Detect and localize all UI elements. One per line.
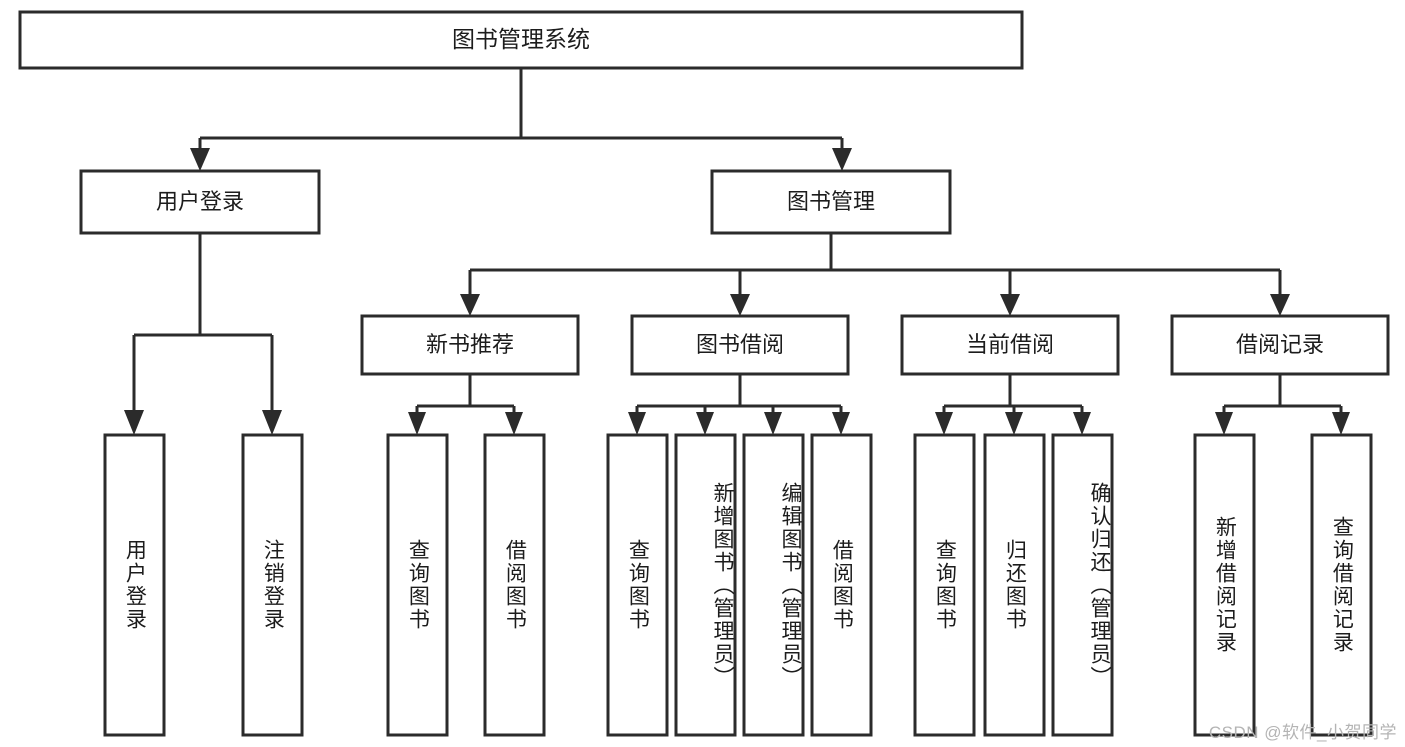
node-leaf-add-book-label: 新增图书（管理员） [711,481,734,689]
node-leaf-confirm-return-label: 确认归还（管理员） [1088,481,1111,689]
node-leaf-user-login-label: 用户登录 [123,539,147,631]
arrow-icon [764,412,782,435]
arrow-icon [124,410,144,435]
node-leaf-borrow-book-rec[interactable] [483,433,546,737]
node-book-manage-label: 图书管理 [787,189,875,214]
connector-root-to-level2 [190,68,852,171]
node-leaf-edit-book[interactable] [742,433,805,737]
arrow-icon [408,412,426,435]
arrow-icon [832,412,850,435]
node-borrow-record[interactable]: 借阅记录 [1170,314,1390,376]
node-leaf-query-book-bb-label: 查询图书 [626,539,650,631]
node-leaf-add-record-label: 新增借阅记录 [1213,516,1237,654]
node-book-borrow[interactable]: 图书借阅 [630,314,850,376]
watermark-text: CSDN @软件_小贺同学 [1208,723,1397,742]
node-book-borrow-label: 图书借阅 [696,332,784,357]
arrow-icon [505,412,523,435]
arrow-icon [628,412,646,435]
arrow-icon [1073,412,1091,435]
node-leaf-return-book-label: 归还图书 [1003,539,1027,631]
arrow-icon [832,148,852,171]
arrow-icon [1332,412,1350,435]
arrow-icon [262,410,282,435]
node-leaf-user-logout-label: 注销登录 [261,539,285,631]
node-leaf-borrow-book-rec-label: 借阅图书 [503,539,527,631]
node-root[interactable]: 图书管理系统 [18,10,1024,70]
node-leaf-borrow-book-bb[interactable] [810,433,873,737]
node-leaf-query-book-rec-label: 查询图书 [406,539,430,631]
arrow-icon [730,294,750,316]
arrow-icon [190,148,210,171]
node-leaf-borrow-book-bb-label: 借阅图书 [830,539,854,631]
node-leaf-user-logout[interactable] [241,433,304,737]
node-leaf-return-book[interactable] [983,433,1046,737]
leaf-boxes [103,433,1373,737]
connector-current-borrow-to-leaves [935,374,1091,435]
node-current-borrow-label: 当前借阅 [966,332,1054,357]
connector-user-login-to-leaves [124,233,282,435]
arrow-icon [1270,294,1290,316]
node-leaf-query-record-label: 查询借阅记录 [1330,516,1354,654]
node-current-borrow[interactable]: 当前借阅 [900,314,1120,376]
node-new-book-rec[interactable]: 新书推荐 [360,314,580,376]
arrow-icon [696,412,714,435]
node-leaf-query-book-rec[interactable] [386,433,449,737]
node-leaf-query-book-cb[interactable] [913,433,976,737]
connector-borrow-record-to-leaves [1215,374,1350,435]
arrow-icon [1005,412,1023,435]
node-leaf-edit-book-label: 编辑图书（管理员） [779,481,802,689]
node-leaf-add-record[interactable] [1193,433,1256,737]
node-root-label: 图书管理系统 [452,26,590,52]
node-leaf-query-book-cb-label: 查询图书 [933,539,957,631]
node-book-manage[interactable]: 图书管理 [710,169,952,235]
node-borrow-record-label: 借阅记录 [1236,332,1324,357]
node-new-book-rec-label: 新书推荐 [426,332,514,357]
connector-book-manage-to-level3 [460,233,1290,316]
connector-new-book-rec-to-leaves [408,374,523,435]
node-leaf-query-record[interactable] [1310,433,1373,737]
node-leaf-query-book-bb[interactable] [606,433,669,737]
node-user-login-label: 用户登录 [156,189,244,214]
node-leaf-user-login[interactable] [103,433,166,737]
arrow-icon [1000,294,1020,316]
node-leaf-add-book[interactable] [674,433,737,737]
node-leaf-confirm-return[interactable] [1051,433,1114,737]
arrow-icon [935,412,953,435]
node-user-login[interactable]: 用户登录 [79,169,321,235]
connector-book-borrow-to-leaves [628,374,850,435]
arrow-icon [1215,412,1233,435]
arrow-icon [460,294,480,316]
